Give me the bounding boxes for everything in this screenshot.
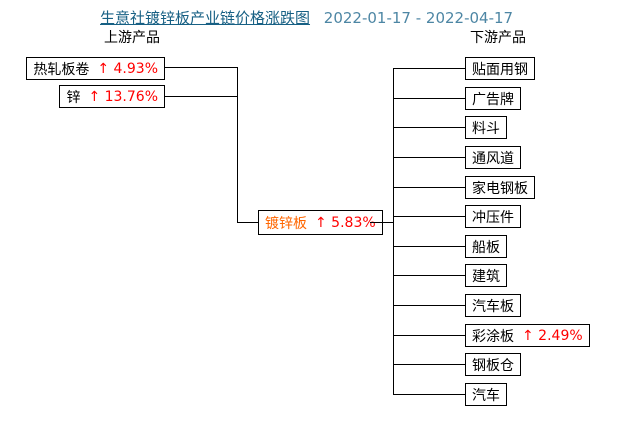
node-appliance-steel: 家电钢板: [465, 176, 535, 199]
connector-line: [237, 222, 258, 223]
node-auto-sheet: 汽车板: [465, 294, 521, 317]
node-air-duct: 通风道: [465, 146, 521, 169]
node-steel-silo: 钢板仓: [465, 353, 521, 376]
node-label: 冲压件: [472, 209, 514, 226]
node-label: 船板: [472, 239, 500, 256]
connector-line: [393, 216, 465, 217]
node-change: ↑ 4.93%: [97, 60, 158, 77]
node-label: 锌: [66, 89, 81, 106]
connector-line: [393, 98, 465, 99]
node-label: 家电钢板: [472, 180, 528, 197]
title-link[interactable]: 生意社镀锌板产业链价格涨跌图: [100, 9, 311, 27]
connector-line: [393, 246, 465, 247]
node-label: 热轧板卷: [33, 61, 90, 78]
node-billboard: 广告牌: [465, 87, 521, 110]
node-label: 镀锌板: [265, 215, 307, 232]
node-hot-rolled-coil: 热轧板卷 ↑ 4.93%: [26, 57, 165, 80]
node-label: 贴面用钢: [472, 61, 528, 78]
node-label: 彩涂板: [472, 328, 514, 345]
connector-line: [393, 127, 465, 128]
node-color-coated-sheet: 彩涂板 ↑ 2.49%: [465, 324, 590, 347]
node-label: 汽车板: [472, 298, 514, 315]
connector-line: [393, 394, 465, 395]
connector-line: [393, 68, 465, 69]
connector-line: [237, 67, 238, 223]
connector-line: [393, 275, 465, 276]
node-zinc: 锌 ↑ 13.76%: [59, 85, 165, 108]
node-change: ↑ 2.49%: [522, 327, 583, 344]
title-date-range: 2022-01-17 - 2022-04-17: [323, 9, 514, 27]
downstream-section-label: 下游产品: [470, 30, 526, 46]
node-label: 钢板仓: [472, 357, 514, 374]
node-automobile: 汽车: [465, 383, 507, 406]
connector-line: [393, 305, 465, 306]
upstream-section-label: 上游产品: [104, 30, 160, 46]
connector-line: [165, 67, 238, 68]
node-label: 广告牌: [472, 91, 514, 108]
connector-line: [393, 335, 465, 336]
node-change: ↑ 13.76%: [88, 88, 158, 105]
connector-line: [393, 364, 465, 365]
node-label: 汽车: [472, 387, 500, 404]
connector-line: [393, 68, 394, 395]
node-veneer-steel: 贴面用钢: [465, 57, 535, 80]
node-ship-plate: 船板: [465, 235, 507, 258]
page-title: 生意社镀锌板产业链价格涨跌图 2022-01-17 - 2022-04-17: [100, 7, 513, 28]
connector-line: [370, 222, 393, 223]
node-stamping-parts: 冲压件: [465, 205, 521, 228]
node-hopper: 料斗: [465, 116, 507, 139]
node-label: 料斗: [472, 120, 500, 137]
node-construction: 建筑: [465, 264, 507, 287]
connector-line: [393, 187, 465, 188]
node-change: ↑ 5.83%: [315, 214, 376, 231]
node-label: 建筑: [472, 268, 500, 285]
node-galvanized-sheet: 镀锌板 ↑ 5.83%: [258, 210, 383, 235]
connector-line: [165, 96, 238, 97]
connector-line: [393, 157, 465, 158]
node-label: 通风道: [472, 150, 514, 167]
